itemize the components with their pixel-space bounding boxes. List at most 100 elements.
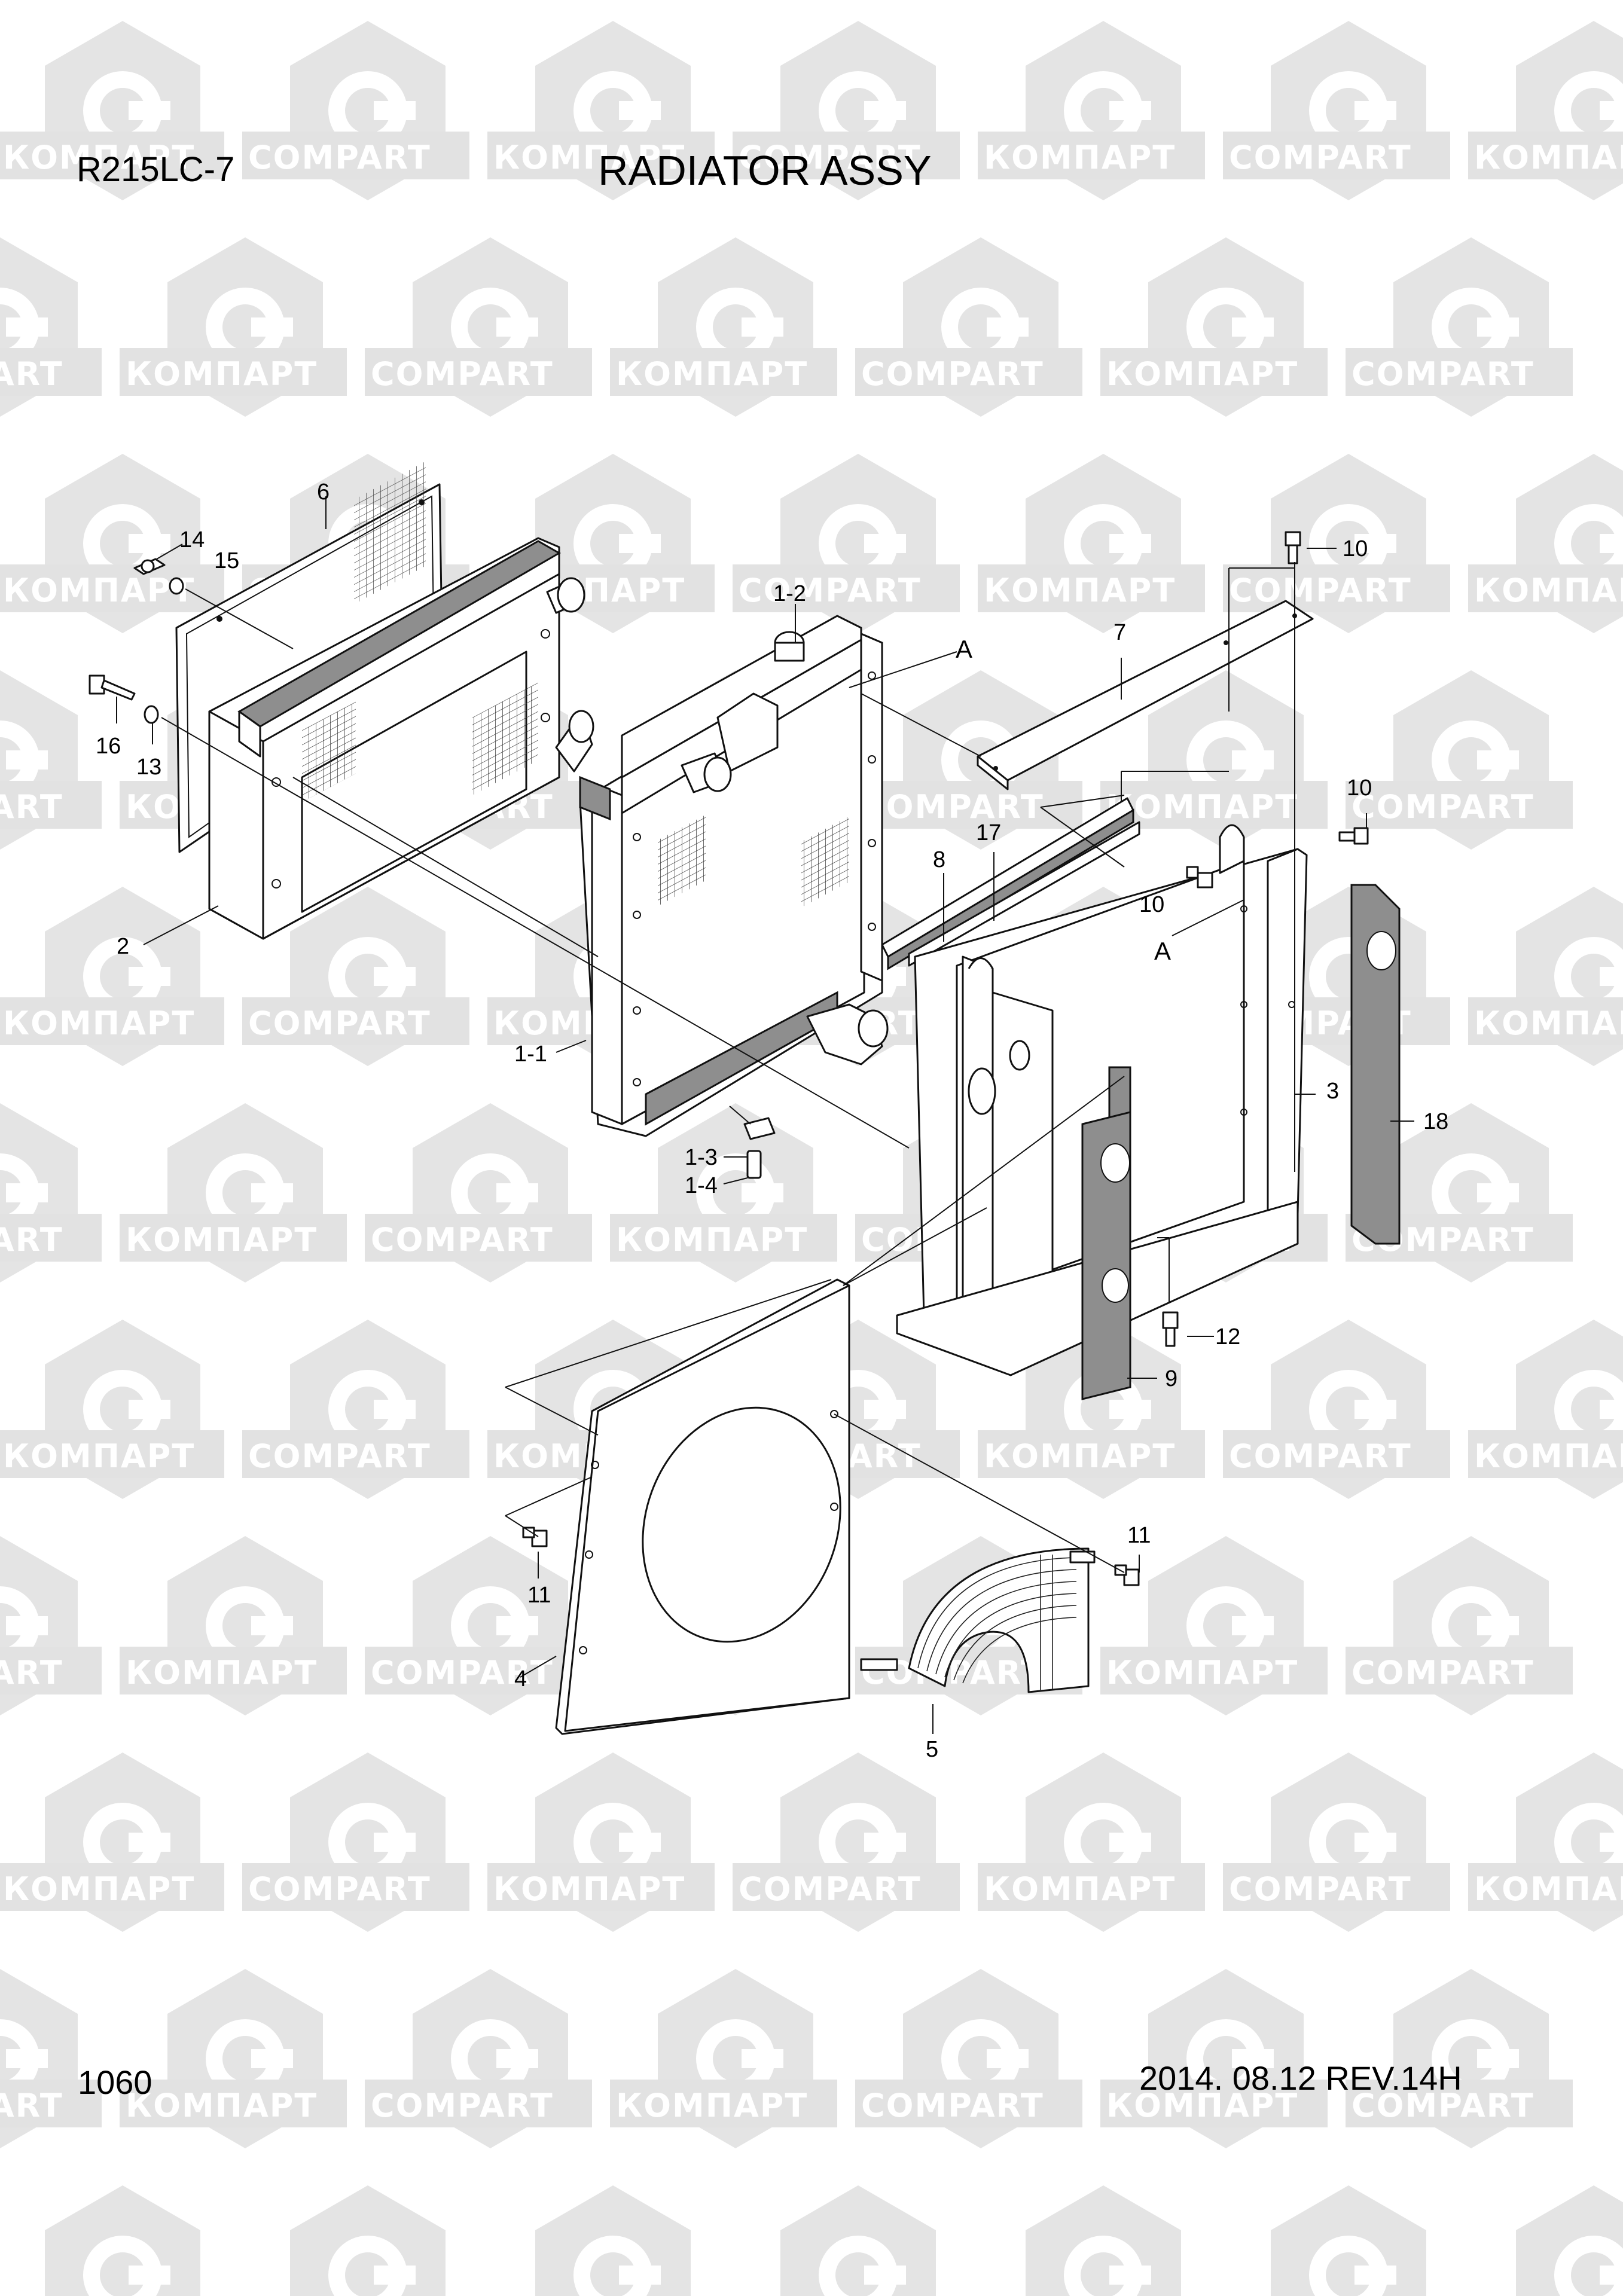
callout-17: 17 [976, 820, 1001, 845]
watermark-text: COMPART [861, 2087, 1044, 2124]
watermark-tile: КОМПАРТ [1516, 2185, 1623, 2296]
watermark-tile: COMPART [1223, 454, 1450, 633]
part-8-17-seals [881, 797, 1140, 970]
callout-13: 13 [136, 755, 161, 780]
watermark-text: КОМПАРТ [493, 139, 685, 176]
watermark-text: КОМПАРТ [1474, 572, 1623, 609]
callout-ref-a-mid: A [1154, 937, 1171, 965]
watermark-tile: COMPART [242, 1752, 469, 1932]
watermark-text: COMPART [1352, 355, 1534, 393]
watermark-tile: КОМПАРТ [978, 1752, 1205, 1932]
callout-12: 12 [1215, 1324, 1240, 1349]
watermark-text: КОМПАРТ [3, 1004, 195, 1042]
callout-2: 2 [117, 934, 129, 959]
watermark-text: КОМПАРТ [126, 1221, 318, 1259]
watermark-tile: COMPART [1346, 1536, 1573, 1715]
part-5-fan-guard [860, 1547, 1096, 1693]
watermark-tile: КОМПАРТ [0, 1320, 224, 1499]
watermark-tile: COMPART [0, 237, 102, 417]
watermark-text: COMPART [739, 572, 922, 609]
watermark-tile: КОМПАРТ [120, 1969, 347, 2148]
watermark-text: КОМПАРТ [493, 1870, 685, 1908]
watermark-text: КОМПАРТ [126, 1654, 318, 1692]
watermark-text: COMPART [248, 139, 431, 176]
watermark-text: COMPART [371, 1221, 554, 1259]
watermark-tile: КОМПАРТ [978, 1320, 1205, 1499]
watermark-text: COMPART [1352, 1654, 1534, 1692]
watermark-tile: КОМПАРТ [1468, 21, 1623, 200]
watermark-tile: COMPART [0, 1536, 102, 1715]
watermark-tile: КОМПАРТ [535, 2185, 691, 2296]
callout-1-4: 1-4 [685, 1173, 718, 1198]
watermark-tile: КОМПАРТ [1100, 1969, 1328, 2148]
watermark-tile: КОМПАРТ [0, 1752, 224, 1932]
watermark-tile: КОМПАРТ [1100, 237, 1328, 417]
watermark-text: COMPART [1352, 788, 1534, 826]
watermark-tile: COMPART [290, 2185, 446, 2296]
watermark-text: COMPART [248, 1004, 431, 1042]
callout-11-left: 11 [527, 1583, 551, 1608]
watermark-tile: COMPART [1223, 21, 1450, 200]
callout-18: 18 [1423, 1109, 1448, 1134]
watermark-text: COMPART [0, 788, 63, 826]
callout-10-mid: 10 [1139, 892, 1164, 917]
callout-10-top: 10 [1343, 536, 1368, 561]
watermark-text: COMPART [1229, 1437, 1412, 1475]
watermark-tile: COMPART [365, 1536, 592, 1715]
watermark-tile: КОМПАРТ [1100, 1536, 1328, 1715]
callouts: 6 14 15 16 13 2 1-2 A 7 10 10 8 17 10 A … [96, 480, 1448, 1762]
callout-3: 3 [1326, 1079, 1339, 1104]
watermark-text: КОМПАРТ [984, 572, 1176, 609]
watermark-text: КОМПАРТ [616, 355, 808, 393]
watermark-tile: COMPART [733, 454, 960, 633]
watermark-tile: КОМПАРТ [0, 454, 224, 633]
watermark-tile: COMPART [242, 887, 469, 1066]
watermark-tile: КОМПАРТ [610, 1969, 837, 2148]
watermark-text: КОМПАРТ [984, 1870, 1176, 1908]
watermark-tile: COMPART [1223, 1752, 1450, 1932]
watermark-text: COMPART [1229, 1870, 1412, 1908]
watermark-text: КОМПАРТ [1106, 1654, 1298, 1692]
watermark-tile: КОМПАРТ [1468, 1320, 1623, 1499]
callout-ref-a-top: A [956, 635, 972, 663]
watermark-tile: КОМПАРТ [0, 21, 224, 200]
watermark-text: COMPART [861, 355, 1044, 393]
callout-4: 4 [514, 1666, 527, 1692]
watermark-tile: COMPART [0, 1969, 102, 2148]
watermark-text: КОМПАРТ [3, 139, 195, 176]
watermark-text: КОМПАРТ [984, 1437, 1176, 1475]
watermark-text: COMPART [1352, 2087, 1534, 2124]
watermark-tile: КОМПАРТ [487, 21, 715, 200]
watermark-tile: COMPART [242, 1320, 469, 1499]
callout-7: 7 [1113, 620, 1126, 645]
watermark-tile: COMPART [1346, 237, 1573, 417]
watermark-tile: КОМПАРТ [1468, 887, 1623, 1066]
watermark-text: КОМПАРТ [1474, 139, 1623, 176]
callout-16: 16 [96, 734, 121, 759]
watermark-tile: КОМПАРТ [978, 454, 1205, 633]
watermark-text: COMPART [861, 788, 1044, 826]
watermark-tile: COMPART [0, 1103, 102, 1283]
callout-1-1: 1-1 [514, 1042, 547, 1067]
watermark-text: КОМПАРТ [3, 1870, 195, 1908]
watermark-tile: КОМПАРТ [610, 1103, 837, 1283]
watermark-text: КОМПАРТ [1474, 1437, 1623, 1475]
watermark-text: COMPART [248, 1870, 431, 1908]
callout-1-3: 1-3 [685, 1145, 718, 1170]
watermark-text: КОМПАРТ [1106, 355, 1298, 393]
watermark-tile: COMPART [1271, 2185, 1426, 2296]
watermark-tile: КОМПАРТ [120, 237, 347, 417]
watermark-tile: КОМПАРТ [120, 1103, 347, 1283]
watermark-tile: COMPART [855, 237, 1082, 417]
watermark-tile: COMPART [1346, 1969, 1573, 2148]
watermark-text: КОМПАРТ [1106, 788, 1298, 826]
fasteners [89, 531, 1369, 1586]
callout-15: 15 [214, 548, 239, 573]
watermark-tile: COMPART [733, 1752, 960, 1932]
watermark-text: COMPART [0, 1654, 63, 1692]
watermark-tile: КОМПАРТ [487, 1752, 715, 1932]
watermark-text: КОМПАРТ [1474, 1870, 1623, 1908]
page-number: 1060 [78, 2063, 152, 2101]
watermark-tile: COMPART [1223, 1320, 1450, 1499]
part-1-1-radiator-core [579, 615, 889, 1179]
